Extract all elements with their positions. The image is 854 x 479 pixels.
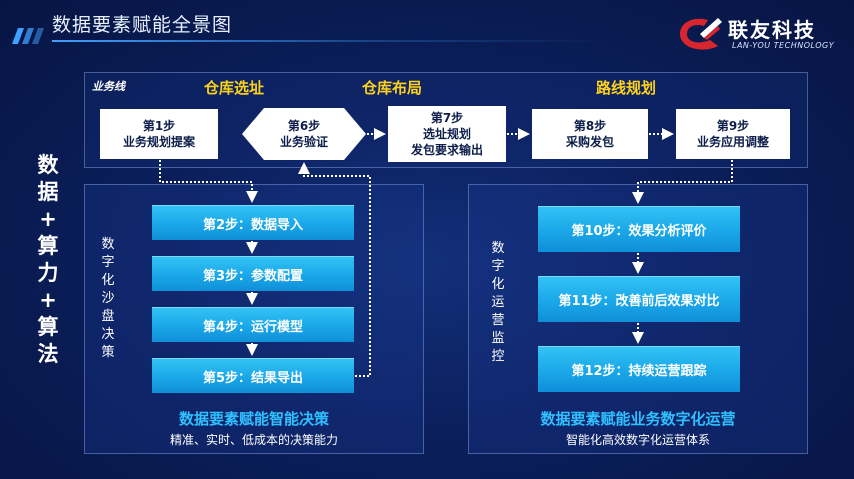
smart-decision-title: 数据要素赋能智能决策 xyxy=(178,410,329,428)
data-compute-algorithm-label: 数 据 + 算 力 + 算 法 xyxy=(37,153,59,366)
stage-warehouse-layout: 仓库布局 xyxy=(362,79,423,97)
step-6-diamond xyxy=(242,108,366,160)
header-underline xyxy=(52,40,612,42)
stage-route-planning: 路线规划 xyxy=(596,79,657,97)
stage-warehouse-site: 仓库选址 xyxy=(204,79,265,97)
step-8-box: 第8步 采购发包 xyxy=(532,109,648,159)
logo-text: 联友科技 xyxy=(728,18,816,42)
step-5-box: 第5步：结果导出 xyxy=(152,358,354,393)
lanyou-logo-icon xyxy=(680,18,722,50)
step-3-box: 第3步：参数配置 xyxy=(152,256,354,291)
logo-subtext: LAN-YOU TECHNOLOGY xyxy=(732,41,835,50)
step-6-label: 第6步 业务验证 xyxy=(279,119,328,149)
step-4-box: 第4步：运行模型 xyxy=(152,307,354,342)
smart-decision-subtitle: 精准、实时、低成本的决策能力 xyxy=(169,433,338,447)
step-7-box: 第7步 选址规划 发包要求输出 xyxy=(388,106,506,162)
step-9-box: 第9步 业务应用调整 xyxy=(676,109,790,159)
page-title: 数据要素赋能全景图 xyxy=(52,14,233,36)
digital-operations-subtitle: 智能化高效数字化运营体系 xyxy=(565,433,710,447)
step-1-box: 第1步 业务规划提案 xyxy=(100,109,218,159)
header-stripes-icon xyxy=(12,28,44,44)
digital-sandbox-vertical-label: 数 字 化 沙 盘 决 策 xyxy=(101,237,115,360)
step-2-box: 第2步：数据导入 xyxy=(152,205,354,240)
digital-operations-title: 数据要素赋能业务数字化运营 xyxy=(540,410,736,428)
step-11-box: 第11步：改善前后效果对比 xyxy=(538,276,740,322)
digital-operations-vertical-label: 数 字 化 运 营 监 控 xyxy=(491,241,505,364)
step-10-box: 第10步：效果分析评价 xyxy=(538,206,740,252)
business-line-tag: 业务线 xyxy=(92,80,125,93)
step-12-box: 第12步：持续运营跟踪 xyxy=(538,346,740,392)
